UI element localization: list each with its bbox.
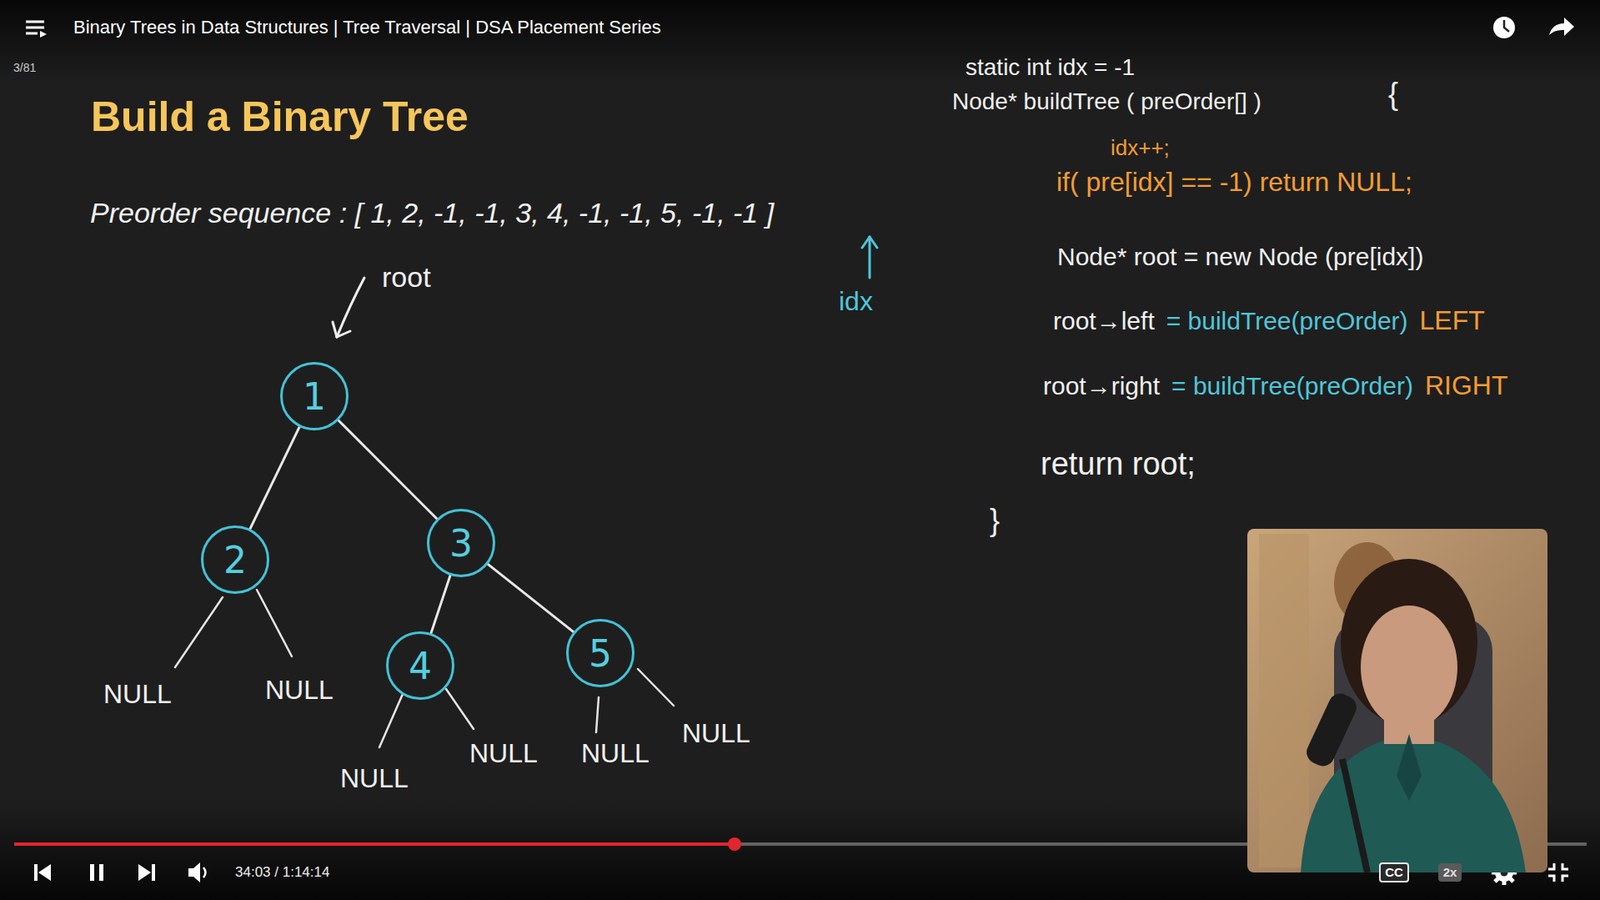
fullscreen-exit-icon <box>1548 862 1569 882</box>
code-fragment: root→left <box>1053 306 1155 337</box>
idx-label: idx <box>838 285 873 317</box>
code-line: Node* root = new Node (pre[idx]) <box>1057 242 1424 272</box>
null-label: NULL <box>103 678 172 710</box>
code-brace: } <box>989 502 1000 537</box>
volume-icon <box>203 867 206 878</box>
captions-button: CC <box>1379 862 1410 883</box>
code-row: root→left = buildTree(preOrder) LEFT <box>1053 305 1485 337</box>
tree-node: 3 <box>426 508 496 577</box>
top-shade <box>0 0 1600 84</box>
node-text: 2x <box>1443 864 1458 879</box>
code-row: root→right = buildTree(preOrder) RIGHT <box>1043 370 1508 402</box>
webcam-presenter <box>1247 528 1548 873</box>
playlist-icon <box>40 30 47 38</box>
playlist-position: 3/81 <box>13 60 36 75</box>
tree-node: 1 <box>280 361 349 431</box>
root-arrow <box>332 277 365 337</box>
node-text: 4 <box>408 644 432 688</box>
tree-edge <box>338 420 437 519</box>
code-fragment: RIGHT <box>1424 370 1509 402</box>
player-controls <box>34 862 201 883</box>
idx-arrow <box>862 236 878 278</box>
share-icon <box>1549 17 1575 36</box>
video-time: 34:03 / 1:14:14 <box>235 863 330 881</box>
watch-later-icon <box>1504 20 1510 32</box>
code-line: static int idx = -1 <box>965 54 1135 81</box>
progress-played <box>14 842 735 846</box>
code-fragment: = buildTree(preOrder) <box>1166 306 1409 337</box>
code-line: if( pre[idx] == -1) return NULL; <box>1056 166 1413 198</box>
node-text: 5 <box>588 631 612 675</box>
watch-later-icon <box>1493 16 1515 39</box>
null-label: NULL <box>265 674 334 706</box>
null-label: NULL <box>340 762 409 794</box>
code-line: idx++; <box>1110 135 1170 161</box>
node-text: 2 <box>223 538 247 582</box>
code-fragment: = buildTree(preOrder) <box>1171 371 1414 402</box>
tree-edge <box>487 563 574 632</box>
code-line: return root; <box>1040 446 1196 483</box>
progress-handle <box>727 837 742 851</box>
preorder-sequence: Preorder sequence : [ 1, 2, -1, -1, 3, 4… <box>90 196 774 230</box>
tree-edge <box>250 426 300 529</box>
slide-title: Build a Binary Tree <box>90 93 469 142</box>
code-line: Node* buildTree ( preOrder[] ) <box>952 88 1262 116</box>
null-label: NULL <box>581 737 650 769</box>
code-brace: { <box>1388 76 1399 111</box>
null-branch <box>175 589 674 748</box>
null-label: NULL <box>469 737 538 769</box>
code-fragment: LEFT <box>1419 305 1485 337</box>
tree-node: 5 <box>566 618 635 688</box>
tree-edge <box>431 575 451 633</box>
video-title: Binary Trees in Data Structures | Tree T… <box>73 16 662 38</box>
node-text: 1 <box>302 375 327 418</box>
tree-node: 4 <box>386 631 455 700</box>
node-text: 3 <box>449 521 473 565</box>
speed-badge: 2x <box>1438 862 1463 882</box>
node-text: CC <box>1384 864 1404 879</box>
code-fragment: root→right <box>1043 371 1160 402</box>
null-label: NULL <box>682 717 751 749</box>
root-label: root <box>381 260 432 294</box>
tree-node: 2 <box>200 525 270 594</box>
